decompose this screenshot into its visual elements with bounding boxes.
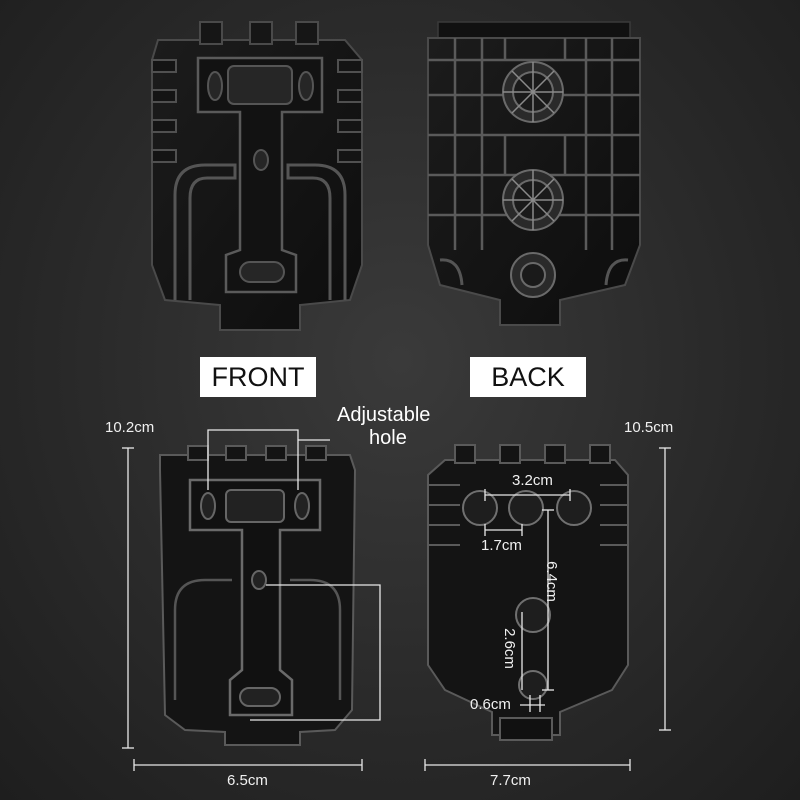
- back-height-label: 10.5cm: [624, 419, 674, 436]
- front-plate-diagram: [159, 445, 357, 746]
- back-plate-photo: [427, 21, 641, 326]
- bottom-offset-label: 0.6cm: [470, 696, 511, 713]
- lower-spacing-label: 2.6cm: [500, 628, 518, 669]
- vertical-spacing-label: 6.4cm: [542, 561, 560, 602]
- front-width-label: 6.5cm: [227, 772, 268, 789]
- front-height-label: 10.2cm: [105, 419, 155, 436]
- hole-offset-label: 1.7cm: [481, 537, 522, 554]
- front-view-label: FRONT: [200, 357, 316, 397]
- annotation-line1: Adjustable: [337, 404, 431, 426]
- annotation-line2: hole: [369, 427, 407, 449]
- hole-spacing-label: 3.2cm: [512, 472, 553, 489]
- back-width-label: 7.7cm: [490, 772, 531, 789]
- dimension-lines: [122, 429, 671, 771]
- back-plate-diagram: [427, 444, 629, 741]
- front-plate-photo: [151, 21, 363, 331]
- back-view-label: BACK: [470, 357, 586, 397]
